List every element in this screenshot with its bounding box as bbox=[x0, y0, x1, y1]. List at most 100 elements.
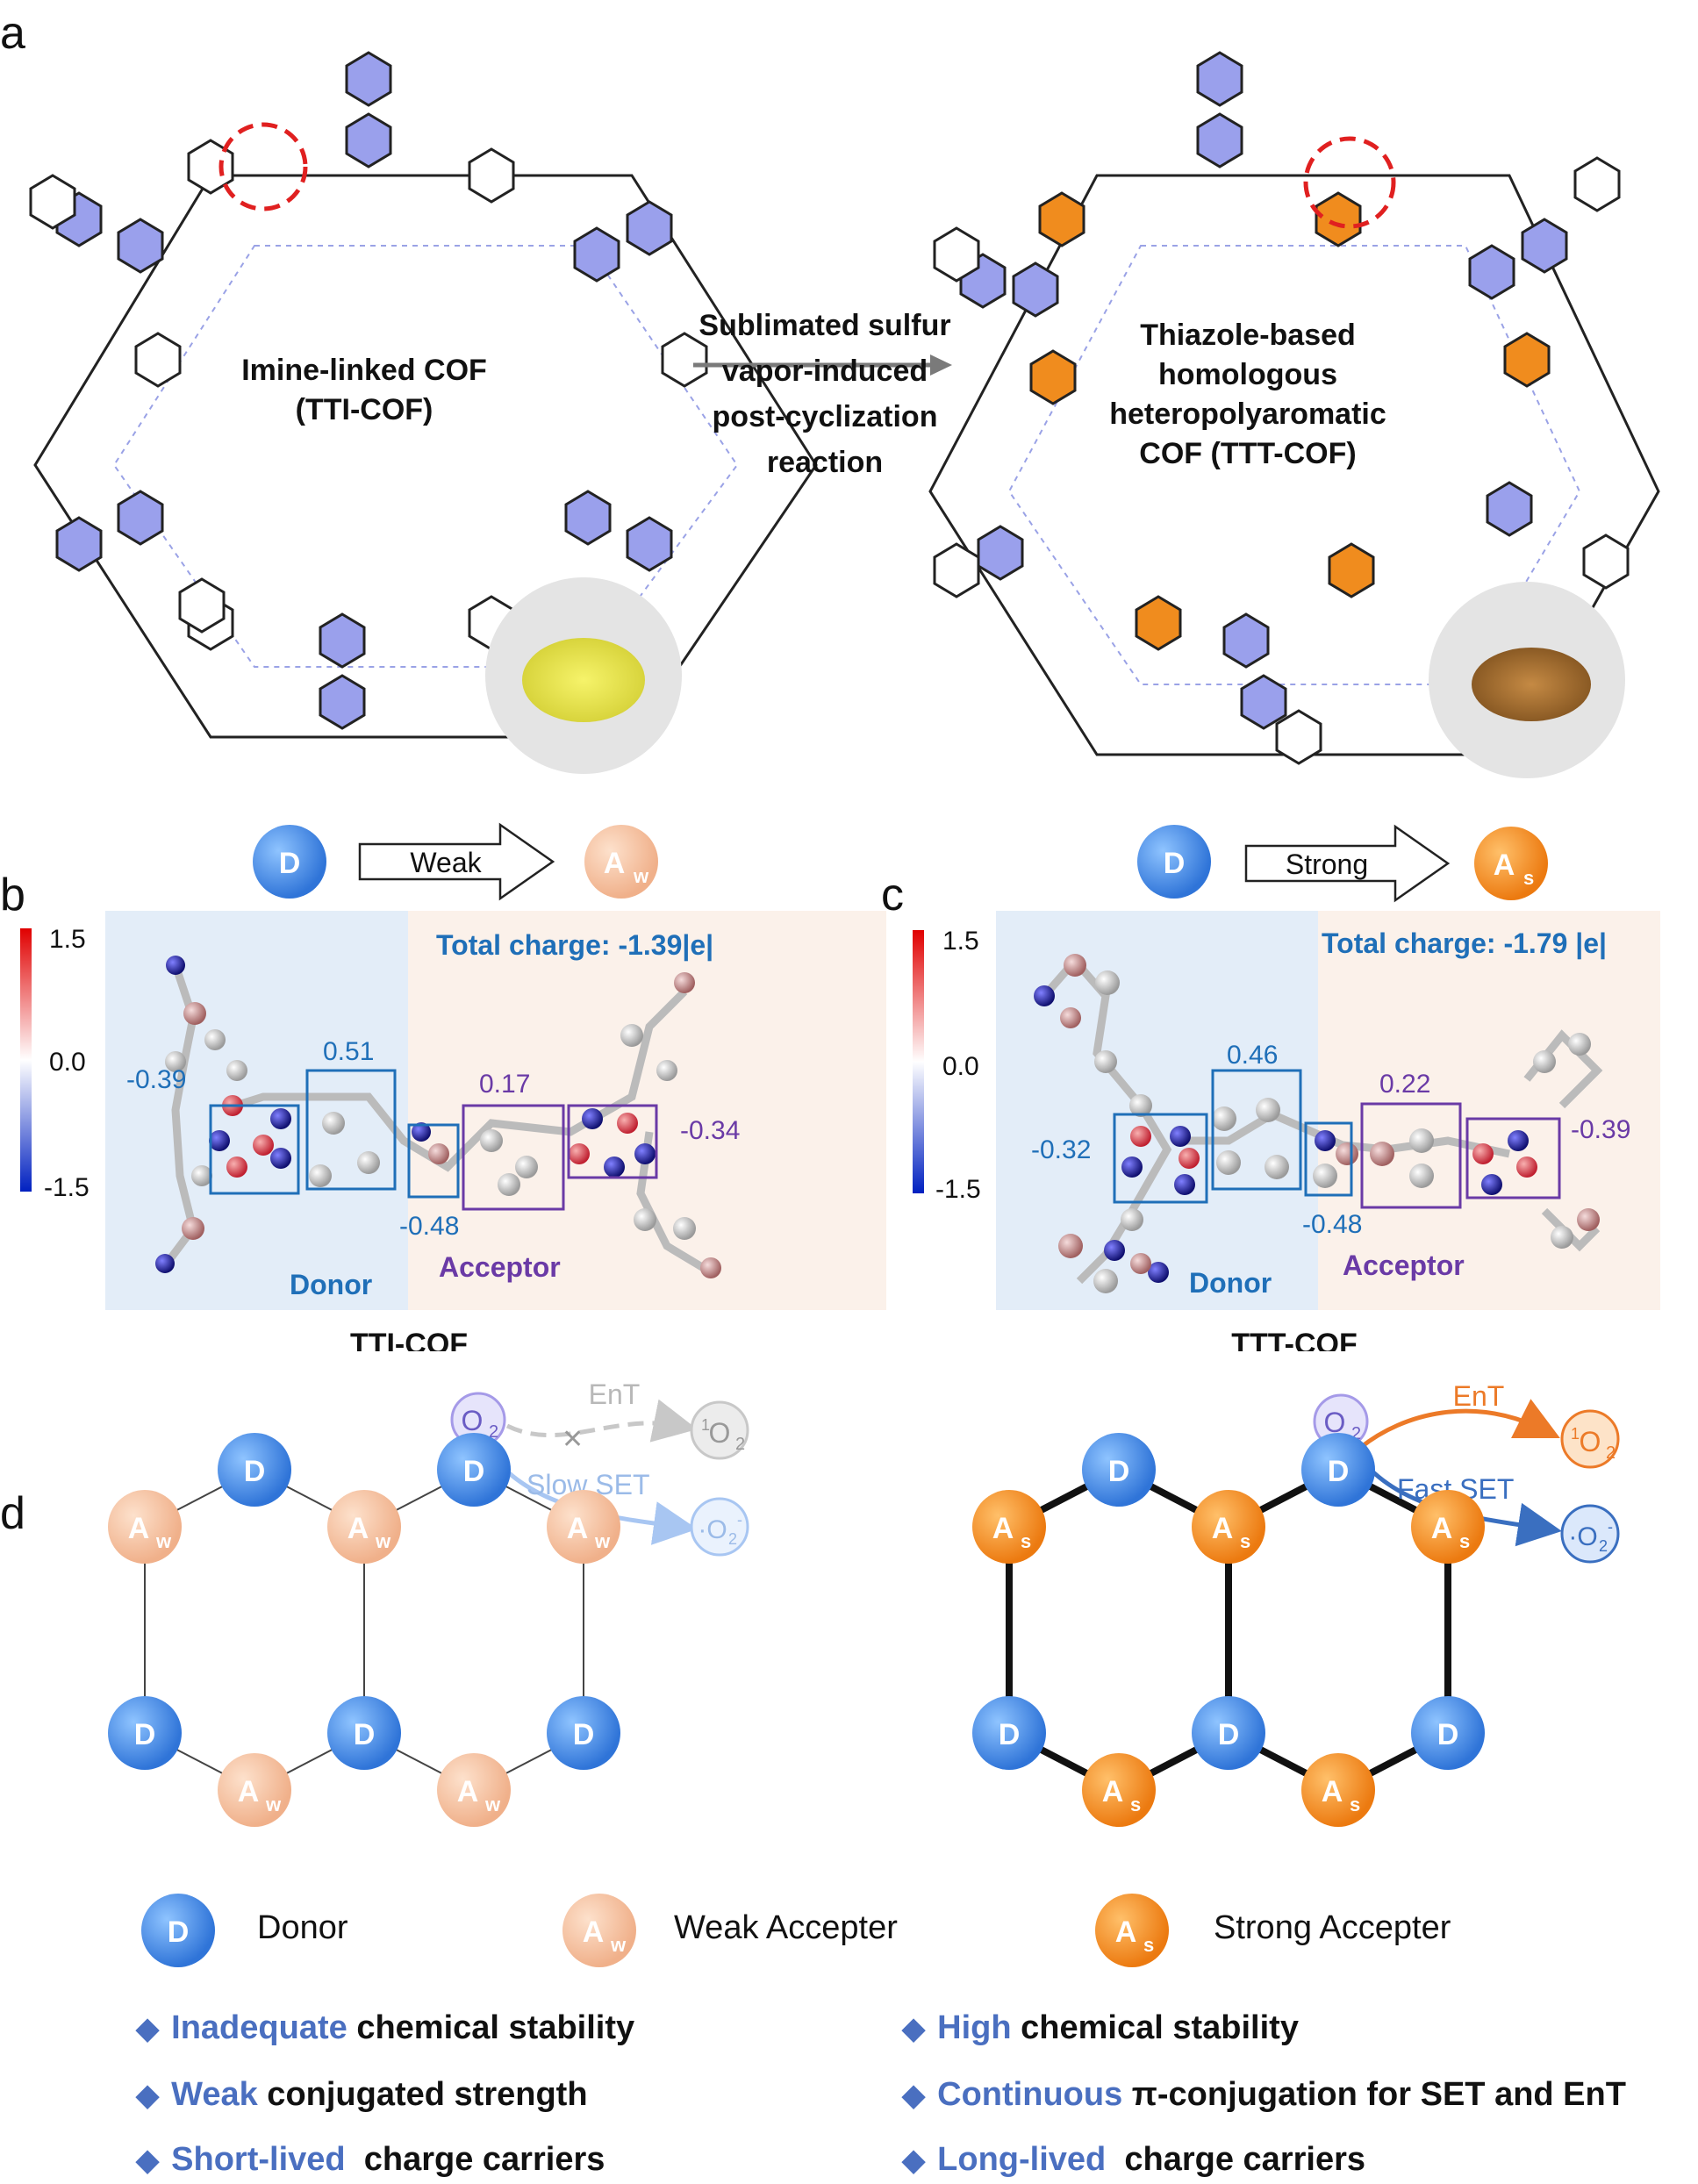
ttt-cof-label-line2: homologous bbox=[1158, 358, 1337, 391]
c-acceptor-ball bbox=[1474, 827, 1548, 900]
svg-text:w: w bbox=[155, 1530, 172, 1552]
d-right-singlet-superscript: 1 bbox=[1571, 1425, 1580, 1443]
reaction-line1: Sublimated sulfur bbox=[699, 309, 951, 342]
d-left-singlet-symbol: O bbox=[709, 1417, 731, 1449]
c-strong-arrow bbox=[1244, 824, 1451, 903]
d-right-singlet-o2 bbox=[1560, 1409, 1620, 1469]
c-total-charge: Total charge: -1.79 |e| bbox=[1322, 927, 1607, 959]
b-acceptor-letter: A bbox=[604, 847, 626, 880]
c-donor-label: Donor bbox=[1189, 1267, 1272, 1299]
panel-bc-charge-maps: D Weak A w D Strong A s 1.5 0.0 -1.5 Tot… bbox=[20, 822, 1660, 1351]
b-box-1 bbox=[209, 1104, 300, 1195]
c-box-3 bbox=[1304, 1121, 1353, 1197]
d-left-superoxide-charge: - bbox=[737, 1511, 742, 1529]
c-charge-2: 0.46 bbox=[1227, 1041, 1278, 1070]
b-scale-max: 1.5 bbox=[49, 925, 86, 954]
ttt-cof-label-line1: Thiazole-based bbox=[1140, 319, 1356, 352]
d-right-superoxide-sub: 2 bbox=[1599, 1537, 1608, 1555]
b-donor-letter: D bbox=[279, 847, 301, 880]
diamond-icon: ◆ bbox=[902, 2012, 926, 2045]
svg-text:A: A bbox=[1431, 1512, 1453, 1545]
c-acceptor-label: Acceptor bbox=[1343, 1250, 1465, 1281]
legend-donor-label: Donor bbox=[257, 1909, 348, 1946]
d-left-superoxide-symbol: ·O bbox=[698, 1515, 727, 1544]
brown-powder bbox=[1472, 648, 1591, 721]
c-title: TTT-COF bbox=[1231, 1328, 1358, 1351]
svg-text:w: w bbox=[375, 1530, 391, 1552]
b-charge-4: 0.17 bbox=[479, 1070, 530, 1099]
svg-text:D: D bbox=[134, 1718, 156, 1751]
d-right-superoxide-symbol: ·O bbox=[1568, 1522, 1597, 1551]
d-right-ent-label: EnT bbox=[1453, 1380, 1505, 1412]
reaction-line3: post-cyclization bbox=[712, 400, 938, 433]
b-acceptor-label: Acceptor bbox=[439, 1251, 561, 1283]
d-left-superoxide bbox=[690, 1497, 749, 1557]
d-left-o2-symbol: O bbox=[462, 1405, 484, 1436]
svg-text:A: A bbox=[992, 1512, 1014, 1545]
d-left-singlet-superscript: 1 bbox=[701, 1416, 710, 1434]
svg-text:A: A bbox=[128, 1512, 150, 1545]
b-charge-3: -0.48 bbox=[399, 1212, 459, 1241]
bullet-left-1: ◆Inadequate chemical stability bbox=[136, 2009, 635, 2046]
svg-text:A: A bbox=[457, 1775, 479, 1808]
c-box-1 bbox=[1113, 1113, 1208, 1204]
b-box-4 bbox=[462, 1104, 565, 1211]
ttt-cof-framework bbox=[928, 51, 1660, 765]
svg-text:w: w bbox=[594, 1530, 611, 1552]
b-scale-mid: 0.0 bbox=[49, 1048, 86, 1077]
diamond-icon: ◆ bbox=[902, 2079, 926, 2112]
reaction-arrow-head bbox=[930, 354, 952, 376]
legend-donor-ball bbox=[141, 1894, 215, 1967]
d-right-superoxide-charge: - bbox=[1608, 1518, 1613, 1536]
diamond-icon: ◆ bbox=[136, 2079, 160, 2112]
tti-cof-label-line1: Imine-linked COF bbox=[241, 354, 487, 387]
c-arrow-text: Strong bbox=[1286, 849, 1368, 880]
diamond-icon: ◆ bbox=[136, 2012, 160, 2045]
d-right-nodes: D D D D D A s A s A s A s A s bbox=[972, 1433, 1485, 1827]
svg-text:s: s bbox=[1459, 1530, 1470, 1552]
svg-text:s: s bbox=[1130, 1794, 1141, 1815]
svg-text:D: D bbox=[573, 1718, 595, 1751]
svg-text:D: D bbox=[244, 1455, 266, 1488]
svg-text:D: D bbox=[168, 1915, 190, 1949]
bullet-left-3: ◆Short-lived charge carriers bbox=[136, 2141, 605, 2178]
d-left-o2-sub: 2 bbox=[489, 1422, 498, 1442]
svg-text:D: D bbox=[354, 1718, 376, 1751]
bullet-right-3: ◆Long-lived charge carriers bbox=[902, 2141, 1366, 2178]
d-right-superoxide bbox=[1560, 1504, 1620, 1564]
d-left-block-mark: ✕ bbox=[562, 1425, 584, 1454]
svg-text:s: s bbox=[1143, 1934, 1154, 1956]
b-molecule bbox=[155, 956, 721, 1278]
b-acceptor-region bbox=[408, 911, 886, 1310]
svg-text:D: D bbox=[999, 1718, 1021, 1751]
b-total-charge: Total charge: -1.39|e| bbox=[436, 929, 713, 961]
c-scale-max: 1.5 bbox=[942, 927, 979, 956]
b-donor-label: Donor bbox=[290, 1269, 372, 1300]
b-acceptor-sub: w bbox=[633, 865, 649, 887]
d-right-ent-arrow bbox=[1358, 1399, 1560, 1450]
bullet-left-2: ◆Weak conjugated strength bbox=[136, 2076, 588, 2113]
b-title: TTI-COF bbox=[350, 1328, 468, 1351]
svg-text:A: A bbox=[1212, 1512, 1234, 1545]
b-charge-5: -0.34 bbox=[680, 1116, 740, 1145]
svg-text:w: w bbox=[265, 1794, 282, 1815]
d-right-o2-symbol: O bbox=[1324, 1407, 1346, 1438]
reaction-line2: vapor-induced bbox=[721, 354, 928, 388]
d-right-singlet-symbol: O bbox=[1580, 1426, 1601, 1457]
b-box-2 bbox=[305, 1069, 397, 1191]
c-color-scale bbox=[913, 930, 924, 1193]
svg-text:A: A bbox=[1102, 1775, 1124, 1808]
d-left-ent-label: EnT bbox=[589, 1378, 641, 1410]
svg-text:A: A bbox=[1115, 1915, 1137, 1949]
panel-a-structures: Imine-linked COF (TTI-COF) bbox=[29, 51, 1660, 778]
b-arrow-text: Weak bbox=[410, 847, 482, 878]
c-charge-1: -0.32 bbox=[1031, 1135, 1091, 1164]
ttt-cof-label-line3: heteropolyaromatic bbox=[1109, 397, 1386, 431]
c-acceptor-region bbox=[1318, 911, 1660, 1310]
svg-text:s: s bbox=[1240, 1530, 1250, 1552]
yellow-powder bbox=[522, 638, 645, 722]
c-charge-5: -0.39 bbox=[1571, 1115, 1630, 1144]
b-box-3 bbox=[407, 1123, 460, 1199]
c-acceptor-sub: s bbox=[1523, 867, 1534, 889]
bullet-right-2: ◆Continuous π-conjugation for SET and En… bbox=[902, 2076, 1626, 2113]
